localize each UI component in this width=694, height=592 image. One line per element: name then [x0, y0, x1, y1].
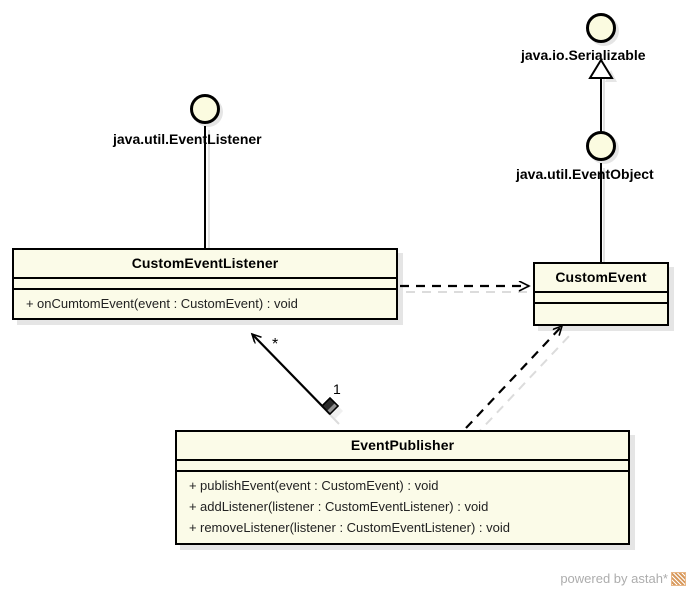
- attributes-compartment-event-publisher: [177, 459, 628, 470]
- class-name-custom-event-listener: CustomEventListener: [14, 250, 396, 277]
- operation-signature: publishEvent(event : CustomEvent) : void: [200, 478, 439, 493]
- class-box-custom-event-listener[interactable]: CustomEventListener +onCumtomEvent(event…: [12, 248, 398, 321]
- multiplicity-listener-end: *: [272, 336, 279, 353]
- class-box-event-publisher[interactable]: EventPublisher +publishEvent(event : Cus…: [175, 430, 630, 545]
- interface-lollipop-serializable[interactable]: [586, 13, 616, 43]
- interface-label-event-listener: java.util.EventListener: [113, 131, 262, 147]
- class-name-custom-event: CustomEvent: [535, 264, 667, 291]
- operation-signature: removeListener(listener : CustomEventLis…: [200, 520, 510, 536]
- operation-signature: onCumtomEvent(event : CustomEvent) : voi…: [37, 296, 298, 311]
- attributes-compartment-custom-event: [535, 291, 667, 302]
- operation-visibility: +: [189, 478, 197, 493]
- operation-visibility: +: [189, 520, 197, 536]
- connector-dependency-listener-to-event: [400, 286, 533, 293]
- operation-visibility: +: [26, 296, 34, 311]
- connector-composition-publisher-to-listener: [252, 334, 343, 425]
- interface-lollipop-event-listener[interactable]: [190, 94, 220, 124]
- interface-lollipop-event-object[interactable]: [586, 131, 616, 161]
- watermark-text: powered by astah*: [560, 571, 668, 586]
- astah-logo-icon: [671, 571, 686, 586]
- operation-signature: addListener(listener : CustomEventListen…: [200, 499, 489, 515]
- operation-row[interactable]: +publishEvent(event : CustomEvent) : voi…: [177, 475, 628, 496]
- multiplicity-publisher-end: 1: [333, 381, 341, 397]
- operation-row[interactable]: +removeListener(listener : CustomEventLi…: [177, 517, 628, 538]
- interface-label-event-object: java.util.EventObject: [516, 166, 654, 182]
- operation-row[interactable]: +addListener(listener : CustomEventListe…: [177, 496, 628, 517]
- operations-compartment-custom-event: [535, 302, 667, 324]
- attributes-compartment-custom-event-listener: [14, 277, 396, 288]
- interface-label-serializable: java.io.Serializable: [521, 47, 646, 63]
- class-name-event-publisher: EventPublisher: [177, 432, 628, 459]
- connector-dependency-publisher-to-event: [465, 326, 572, 437]
- operation-row[interactable]: +onCumtomEvent(event : CustomEvent) : vo…: [14, 293, 396, 314]
- operations-compartment-event-publisher: +publishEvent(event : CustomEvent) : voi…: [177, 470, 628, 543]
- operation-visibility: +: [189, 499, 197, 515]
- connector-generalization-serializable: [588, 58, 617, 133]
- class-box-custom-event[interactable]: CustomEvent: [533, 262, 669, 326]
- astah-watermark: powered by astah*: [560, 571, 686, 586]
- operations-compartment-custom-event-listener: +onCumtomEvent(event : CustomEvent) : vo…: [14, 288, 396, 319]
